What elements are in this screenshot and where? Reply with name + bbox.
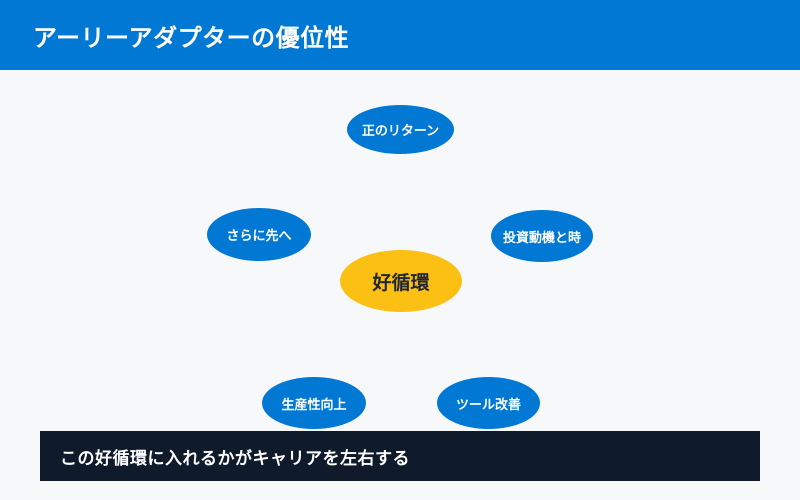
takeaway-banner: この好循環に入れるかがキャリアを左右する [40, 431, 760, 481]
diagram-node-productivity-improvement: 生産性向上 [262, 377, 366, 429]
slide-header: アーリーアダプターの優位性 [0, 0, 800, 70]
node-label: ツール改善 [455, 396, 521, 412]
diagram-canvas: 正のリターン さらに先へ 投資動機と時 好循環 生産性向上 ツール改善 [0, 70, 800, 500]
node-label: 正のリターン [361, 123, 440, 138]
node-label: さらに先へ [226, 228, 292, 243]
diagram-node-positive-return: 正のリターン [347, 105, 454, 154]
node-label: 生産性向上 [281, 396, 347, 412]
node-label: 好循環 [372, 272, 430, 294]
page-title: アーリーアダプターの優位性 [33, 24, 350, 52]
diagram-node-further-ahead: さらに先へ [207, 208, 311, 261]
diagram-node-tool-improvement: ツール改善 [437, 377, 540, 429]
diagram-node-virtuous-cycle-center: 好循環 [340, 250, 462, 312]
takeaway-message: この好循環に入れるかがキャリアを左右する [60, 448, 410, 468]
node-label: 投資動機と時 [502, 229, 581, 245]
diagram-node-investment-motivation: 投資動機と時 [491, 210, 593, 262]
